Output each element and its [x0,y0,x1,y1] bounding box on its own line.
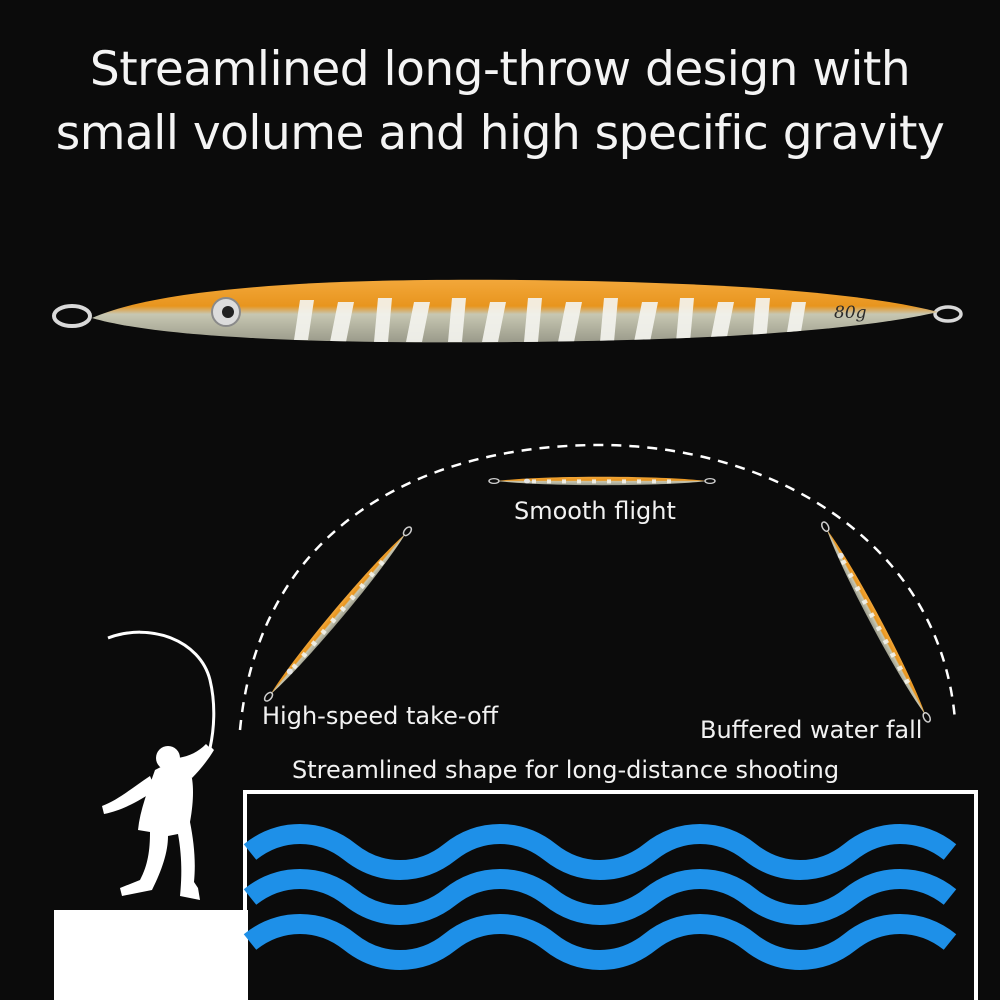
label-caption: Streamlined shape for long-distance shoo… [292,756,840,784]
lure-flight-icon [488,476,716,486]
headline-line-1: Streamlined long-throw design with [89,42,911,97]
label-fall: Buffered water fall [700,716,923,744]
angler-silhouette-icon [102,630,216,900]
water-frame [243,790,978,1000]
trajectory-arc [238,443,957,731]
pier-block-icon [54,910,248,1000]
rear-ring-icon [933,305,963,323]
lure-product: 80g [52,279,963,343]
label-flight: Smooth flight [514,497,676,525]
headline-line-2: small volume and high specific gravity [55,106,945,161]
lure-takeoff-icon [260,523,416,705]
headline: Streamlined long-throw design with small… [0,38,1000,166]
lure-weight-label: 80g [834,303,867,323]
front-ring-icon [52,304,92,328]
label-takeoff: High-speed take-off [262,702,499,730]
water-waves [250,834,950,960]
